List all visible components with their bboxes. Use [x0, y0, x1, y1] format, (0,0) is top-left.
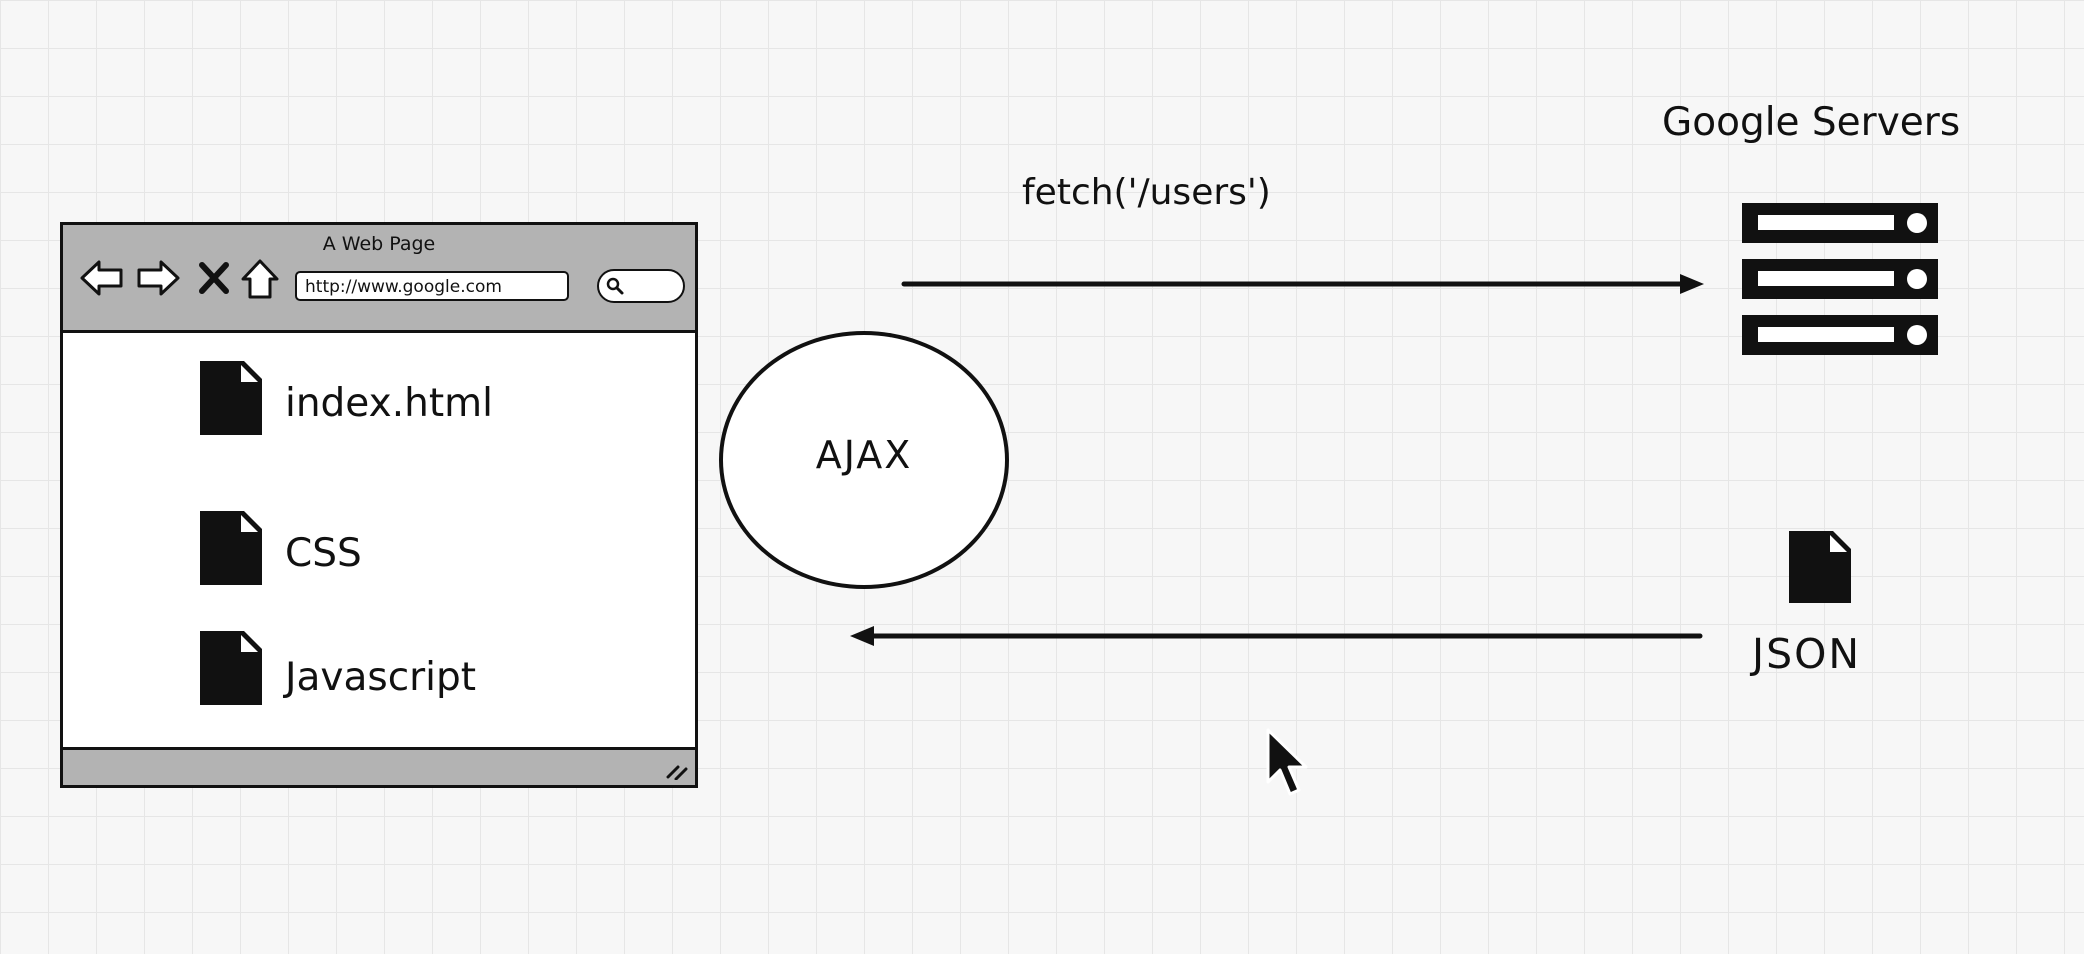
browser-window: A Web Page http://www.google.com index.h… — [60, 222, 698, 788]
search-field[interactable] — [597, 269, 685, 303]
file-label-javascript: Javascript — [285, 655, 477, 700]
ajax-label: AJAX — [815, 433, 913, 477]
response-arrow — [850, 626, 1703, 646]
back-arrow-icon[interactable] — [79, 255, 125, 301]
server-title: Google Servers — [1662, 100, 1961, 145]
json-label: JSON — [1752, 630, 1862, 678]
ajax-node: AJAX — [719, 331, 1009, 589]
file-icon — [200, 361, 262, 435]
json-file-icon — [1789, 531, 1851, 603]
resize-grip-icon[interactable] — [665, 758, 689, 780]
server-stack-icon — [1742, 203, 1938, 355]
request-arrow — [901, 274, 1704, 294]
browser-toolbar: A Web Page http://www.google.com — [63, 225, 695, 333]
file-icon — [200, 511, 262, 585]
file-icon — [200, 631, 262, 705]
home-icon[interactable] — [237, 255, 283, 301]
request-label: fetch('/users') — [1022, 172, 1271, 213]
browser-title: A Web Page — [322, 233, 436, 255]
file-label-css: CSS — [285, 531, 362, 576]
file-label-index-html: index.html — [285, 381, 493, 426]
url-field[interactable]: http://www.google.com — [295, 271, 569, 301]
mouse-cursor-icon — [1266, 728, 1308, 796]
browser-status-bar — [63, 747, 695, 785]
close-icon[interactable] — [191, 255, 237, 301]
search-icon — [606, 277, 624, 295]
forward-arrow-icon[interactable] — [135, 255, 181, 301]
